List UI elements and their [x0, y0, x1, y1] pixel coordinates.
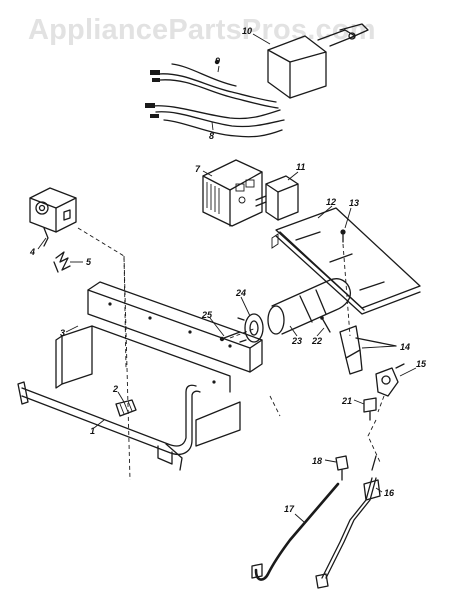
label-4: 4	[29, 247, 35, 257]
part-number-labels: 10 9 8 7 11 12 13 4 5 3 2 1 25 24 23 22 …	[29, 26, 427, 514]
label-10: 10	[242, 26, 252, 36]
part-1-burner-tube[interactable]	[17, 381, 201, 471]
part-15-fitting[interactable]	[375, 363, 405, 397]
part-23-venturi-tube[interactable]	[267, 278, 352, 335]
label-8: 8	[209, 131, 214, 141]
part-21-screw[interactable]	[363, 397, 377, 421]
part-8-wire-harness[interactable]	[145, 103, 285, 138]
label-18: 18	[312, 456, 322, 466]
part-11-switch[interactable]	[255, 175, 299, 221]
part-9-wire-harness[interactable]	[150, 59, 279, 109]
part-18-connector[interactable]	[335, 455, 349, 481]
part-4-gas-valve[interactable]	[29, 187, 77, 247]
label-15: 15	[416, 359, 427, 369]
part-3-mounting-frame[interactable]	[55, 281, 263, 447]
label-22: 22	[311, 336, 322, 346]
part-14-bracket[interactable]	[339, 325, 397, 375]
part-7-spark-module[interactable]	[202, 159, 263, 227]
label-1: 1	[90, 426, 95, 436]
label-12: 12	[326, 197, 336, 207]
part-5-spring-clip[interactable]	[53, 251, 71, 273]
part-24-air-shutter[interactable]	[237, 313, 264, 343]
watermark-text: AppliancePartsPros.com	[28, 14, 376, 46]
label-23: 23	[291, 336, 302, 346]
part-22-pin[interactable]	[320, 316, 331, 333]
label-11: 11	[296, 162, 305, 172]
label-16: 16	[384, 488, 395, 498]
part-25-screw[interactable]	[219, 331, 241, 342]
part-10-terminal-cover[interactable]	[267, 23, 369, 99]
label-7: 7	[195, 164, 201, 174]
label-21: 21	[341, 396, 352, 406]
callout-leaders	[37, 33, 417, 523]
label-5: 5	[86, 257, 92, 267]
label-2: 2	[112, 384, 118, 394]
label-14: 14	[400, 342, 410, 352]
part-13-screw[interactable]	[340, 229, 351, 337]
label-13: 13	[349, 198, 359, 208]
part-17-gas-line[interactable]	[251, 482, 340, 581]
label-25: 25	[201, 310, 213, 320]
label-3: 3	[60, 328, 65, 338]
label-17: 17	[284, 504, 295, 514]
label-9: 9	[215, 56, 220, 66]
alignment-leaders	[77, 227, 385, 481]
part-16-thermocouple[interactable]	[315, 455, 381, 589]
label-24: 24	[235, 288, 246, 298]
part-2-orifice[interactable]	[115, 399, 137, 417]
